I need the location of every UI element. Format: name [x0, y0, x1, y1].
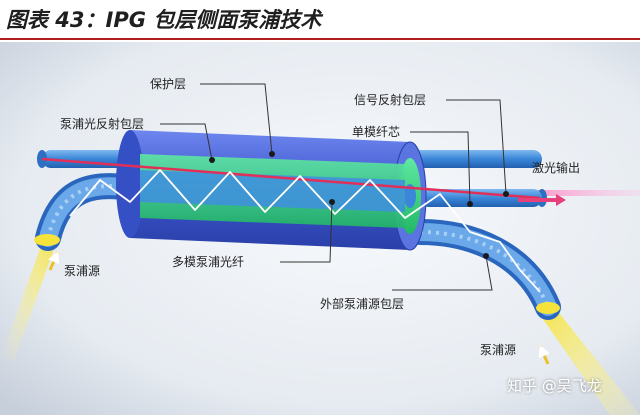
title-divider [0, 38, 640, 40]
label-protective-layer: 保护层 [150, 77, 186, 91]
pump-direction-arrow-right [538, 344, 550, 365]
label-multimode-pump-fiber: 多模泵浦光纤 [172, 255, 244, 269]
label-external-pump-cladding: 外部泵浦源包层 [320, 296, 404, 311]
figure-title: 图表 43：IPG 包层侧面泵浦技术 [6, 8, 322, 32]
left-fiber-end [34, 234, 60, 246]
callout-line-protective [200, 83, 273, 155]
single-mode-core [41, 157, 541, 200]
pump-beam-left [0, 232, 58, 360]
callout-line-pump-cladding [160, 123, 213, 161]
label-signal-reflective-cladding: 信号反射包层 [354, 92, 426, 107]
pump-direction-arrow-left [48, 250, 60, 271]
right-fiber-end [536, 302, 560, 314]
callout-line-external [392, 255, 493, 291]
label-pump-reflective-cladding: 泵浦光反射包层 [60, 116, 144, 131]
pump-ray-path [69, 169, 541, 293]
callout-line-signal-cladding [446, 99, 507, 195]
callout-line-core [410, 131, 471, 205]
label-single-mode-core: 单模纤芯 [352, 125, 400, 139]
label-pump-source-left: 泵浦源 [64, 264, 100, 278]
label-pump-source-right: 泵浦源 [480, 343, 516, 357]
label-laser-output: 激光输出 [532, 160, 580, 175]
laser-output-beam [498, 190, 640, 196]
callout-line-multimode [280, 201, 333, 263]
pump-beam-right [538, 304, 640, 415]
watermark: 知乎 @吴飞龙 [507, 377, 602, 395]
ipg-diagram: 保护层 泵浦光反射包层 信号反射包层 单模纤芯 激光输出 泵浦源 多模泵浦光纤 … [0, 42, 640, 415]
diagram-panel: 保护层 泵浦光反射包层 信号反射包层 单模纤芯 激光输出 泵浦源 多模泵浦光纤 … [0, 42, 640, 415]
